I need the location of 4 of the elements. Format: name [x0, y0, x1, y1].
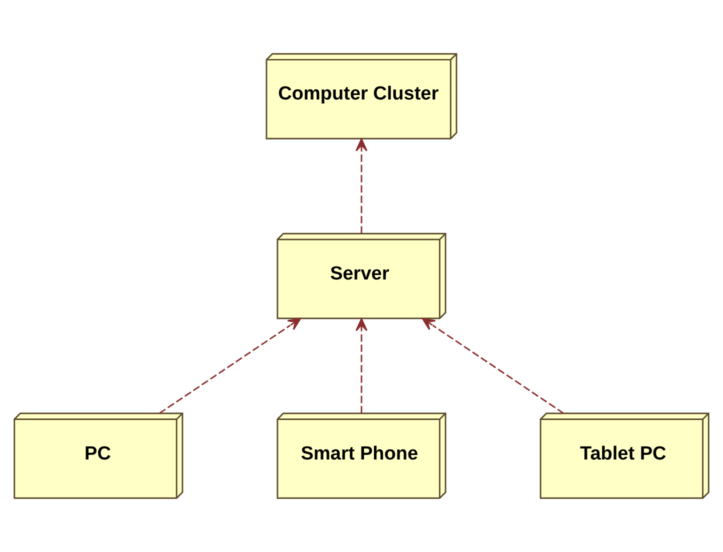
arrow: [422, 318, 564, 414]
arrow: [356, 138, 368, 234]
arrow: [356, 318, 368, 414]
arrow: [159, 318, 302, 414]
